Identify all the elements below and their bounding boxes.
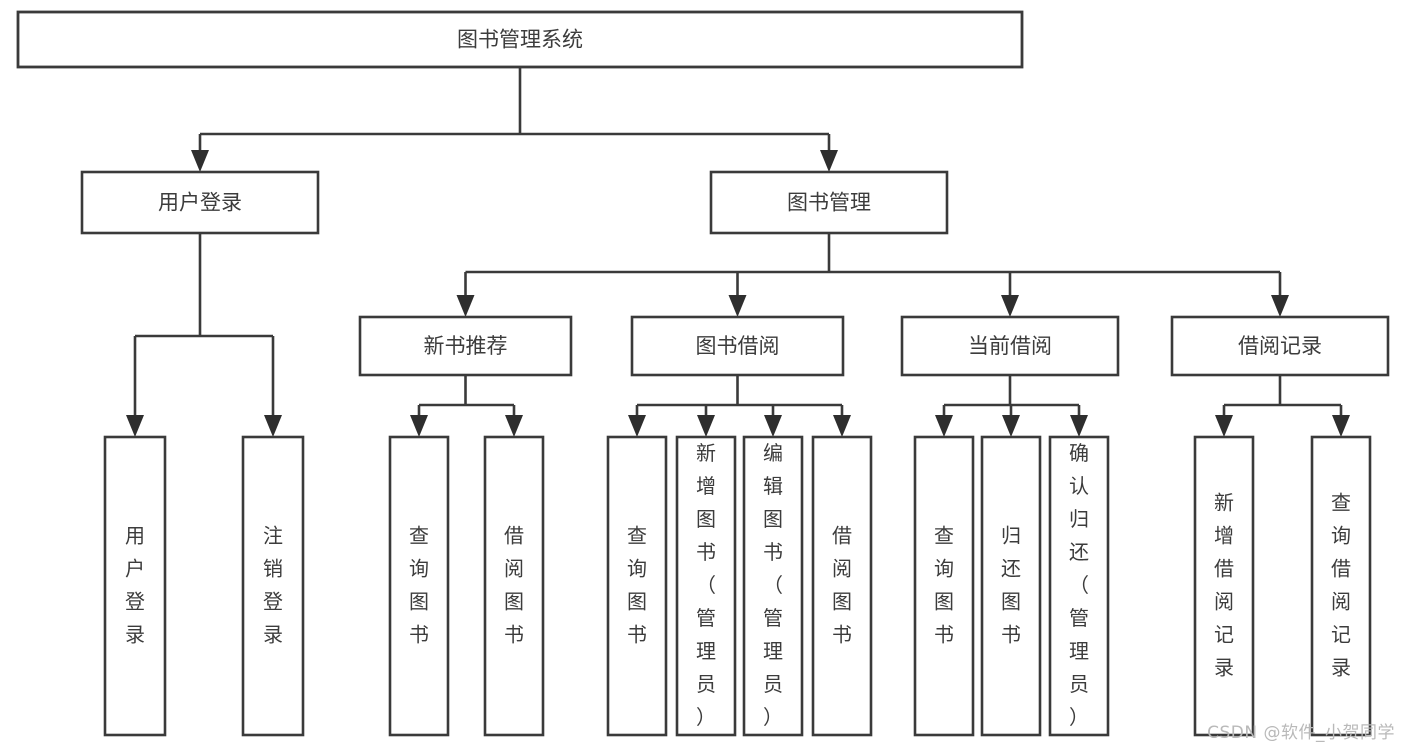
node-label-leaf-rec-query-book: 查询图书 — [409, 523, 429, 646]
node-book-manage[interactable]: 图书管理 — [709, 170, 949, 235]
node-label-leaf-record-query: 查询借阅记录 — [1331, 490, 1351, 679]
node-current-borrow[interactable]: 当前借阅 — [900, 315, 1120, 377]
node-leaf-record-add[interactable]: 新增借阅记录 — [1193, 435, 1255, 737]
node-label-leaf-borrow-borrow-book: 借阅图书 — [832, 523, 852, 646]
arrow-head-icon — [191, 150, 209, 172]
node-leaf-rec-query-book[interactable]: 查询图书 — [388, 435, 450, 737]
node-box-leaf-rec-query-book[interactable] — [388, 435, 450, 737]
node-box-current-borrow[interactable] — [900, 315, 1120, 377]
node-label-leaf-current-confirm-return: 确认归还（管理员） — [1069, 441, 1089, 729]
node-label-leaf-current-return-book: 归还图书 — [1001, 523, 1021, 646]
node-box-leaf-borrow-add-book[interactable] — [675, 435, 737, 737]
node-label-leaf-record-add: 新增借阅记录 — [1214, 490, 1234, 679]
arrow-head-icon — [505, 415, 523, 437]
node-label-book-manage: 图书管理 — [787, 191, 871, 215]
node-label-user-login: 用户登录 — [158, 191, 242, 215]
node-leaf-borrow-edit-book[interactable]: 编辑图书（管理员） — [742, 435, 804, 737]
arrow-head-icon — [264, 415, 282, 437]
edge-edge-bookmanage-bus — [456, 233, 1289, 317]
node-leaf-user-login[interactable]: 用户登录 — [103, 435, 167, 737]
node-box-leaf-rec-borrow-book[interactable] — [483, 435, 545, 737]
node-box-leaf-record-query[interactable] — [1310, 435, 1372, 737]
node-box-borrow-record[interactable] — [1170, 315, 1390, 377]
node-box-book-manage[interactable] — [709, 170, 949, 235]
edge-edge-borrowrecord-bus — [1215, 375, 1350, 437]
arrow-head-icon — [1070, 415, 1088, 437]
arrow-head-icon — [728, 295, 747, 317]
node-label-leaf-rec-borrow-book: 借阅图书 — [504, 523, 524, 646]
node-leaf-current-confirm-return[interactable]: 确认归还（管理员） — [1048, 435, 1110, 737]
node-leaf-current-query-book[interactable]: 查询图书 — [913, 435, 975, 737]
node-box-leaf-borrow-query-book[interactable] — [606, 435, 668, 737]
node-leaf-user-logout[interactable]: 注销登录 — [241, 435, 305, 737]
edges-layer — [126, 67, 1350, 437]
node-box-book-borrow[interactable] — [630, 315, 845, 377]
arrow-head-icon — [820, 150, 838, 172]
arrow-head-icon — [935, 415, 953, 437]
edge-edge-root-bus — [191, 67, 838, 172]
node-leaf-rec-borrow-book[interactable]: 借阅图书 — [483, 435, 545, 737]
arrow-head-icon — [764, 415, 782, 437]
node-box-leaf-borrow-edit-book[interactable] — [742, 435, 804, 737]
node-box-leaf-borrow-borrow-book[interactable] — [811, 435, 873, 737]
node-leaf-borrow-add-book[interactable]: 新增图书（管理员） — [675, 435, 737, 737]
node-root[interactable]: 图书管理系统 — [16, 10, 1024, 69]
node-borrow-record[interactable]: 借阅记录 — [1170, 315, 1390, 377]
arrow-head-icon — [697, 415, 715, 437]
arrow-head-icon — [1002, 415, 1020, 437]
node-box-user-login[interactable] — [80, 170, 320, 235]
node-box-leaf-current-confirm-return[interactable] — [1048, 435, 1110, 737]
watermark-label: CSDN @软件_小贺同学 — [1207, 723, 1395, 743]
node-leaf-borrow-query-book[interactable]: 查询图书 — [606, 435, 668, 737]
node-label-current-borrow: 当前借阅 — [968, 334, 1052, 358]
arrow-head-icon — [1271, 295, 1289, 317]
arrow-head-icon — [456, 295, 475, 317]
edge-edge-currentborrow-bus — [935, 375, 1088, 437]
node-label-leaf-user-login: 用户登录 — [125, 523, 145, 646]
node-box-leaf-record-add[interactable] — [1193, 435, 1255, 737]
edge-edge-userlogin-bus — [126, 233, 282, 437]
node-box-leaf-current-query-book[interactable] — [913, 435, 975, 737]
arrow-head-icon — [1215, 415, 1233, 437]
edge-edge-newbookrec-bus — [410, 375, 523, 437]
edge-edge-bookborrow-bus — [628, 375, 851, 437]
node-box-leaf-user-login[interactable] — [103, 435, 167, 737]
nodes-layer: 图书管理系统用户登录图书管理新书推荐图书借阅当前借阅借阅记录用户登录注销登录查询… — [16, 10, 1390, 737]
node-book-borrow[interactable]: 图书借阅 — [630, 315, 845, 377]
node-box-new-book-rec[interactable] — [358, 315, 573, 377]
node-label-book-borrow: 图书借阅 — [696, 334, 780, 358]
node-label-leaf-borrow-add-book: 新增图书（管理员） — [696, 441, 716, 729]
arrow-head-icon — [1001, 295, 1019, 317]
arrow-head-icon — [628, 415, 646, 437]
arrow-head-icon — [126, 415, 144, 437]
node-label-leaf-user-logout: 注销登录 — [263, 523, 283, 646]
arrow-head-icon — [1332, 415, 1350, 437]
node-label-root: 图书管理系统 — [457, 28, 583, 52]
node-label-borrow-record: 借阅记录 — [1238, 334, 1322, 358]
node-box-leaf-current-return-book[interactable] — [980, 435, 1042, 737]
node-user-login[interactable]: 用户登录 — [80, 170, 320, 235]
arrow-head-icon — [833, 415, 851, 437]
node-leaf-current-return-book[interactable]: 归还图书 — [980, 435, 1042, 737]
arrow-head-icon — [410, 415, 428, 437]
node-new-book-rec[interactable]: 新书推荐 — [358, 315, 573, 377]
node-label-leaf-current-query-book: 查询图书 — [934, 523, 954, 646]
node-box-leaf-user-logout[interactable] — [241, 435, 305, 737]
node-label-leaf-borrow-edit-book: 编辑图书（管理员） — [763, 441, 783, 729]
node-label-new-book-rec: 新书推荐 — [424, 334, 508, 358]
node-leaf-record-query[interactable]: 查询借阅记录 — [1310, 435, 1372, 737]
node-box-root[interactable] — [16, 10, 1024, 69]
node-leaf-borrow-borrow-book[interactable]: 借阅图书 — [811, 435, 873, 737]
node-label-leaf-borrow-query-book: 查询图书 — [627, 523, 647, 646]
